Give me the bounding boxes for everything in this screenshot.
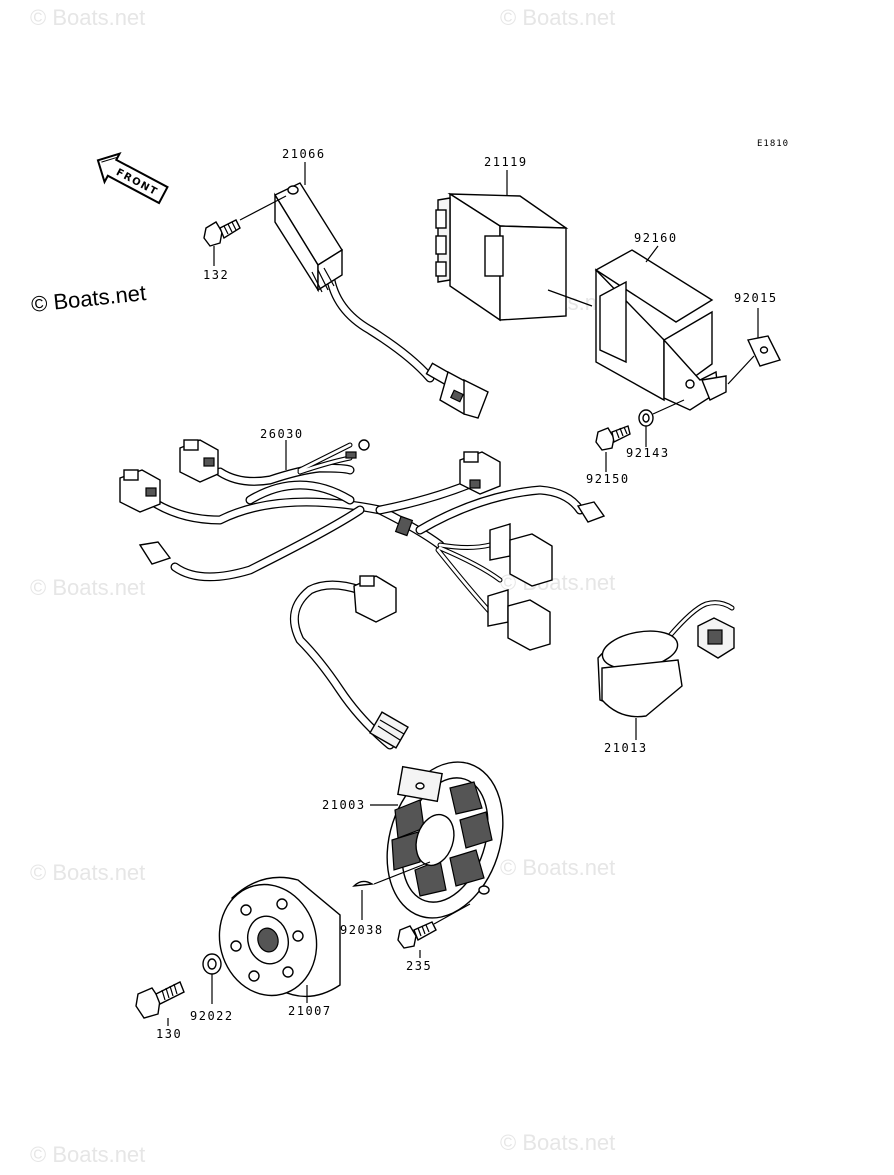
bolt-92150 — [595, 425, 631, 451]
key-92038 — [352, 880, 375, 887]
watermarks: © Boats.net © Boats.net © Boats.net © Bo… — [30, 5, 615, 1167]
part-92160 — [594, 249, 727, 411]
watermark: © Boats.net — [500, 1130, 615, 1155]
bolt-132 — [203, 219, 241, 247]
part-labels: 21066 132 21119 92160 92015 92143 92150 … — [156, 147, 778, 1041]
connector — [459, 451, 501, 495]
washer-92022 — [202, 953, 222, 975]
label-92160: 92160 — [634, 231, 678, 245]
label-92150: 92150 — [586, 472, 630, 486]
part-21007 — [218, 876, 341, 998]
label-130: 130 — [156, 1027, 182, 1041]
connector — [119, 469, 161, 513]
label-235: 235 — [406, 959, 432, 973]
label-21013: 21013 — [604, 741, 648, 755]
connector — [487, 589, 551, 651]
label-21119: 21119 — [484, 155, 528, 169]
label-92038: 92038 — [340, 923, 384, 937]
copyright-text: © Boats.net — [30, 280, 147, 317]
clamp-92015 — [746, 335, 781, 367]
watermark: © Boats.net — [30, 860, 145, 885]
part-21013 — [597, 600, 735, 718]
label-26030: 26030 — [260, 427, 304, 441]
harness-26030 — [119, 439, 606, 651]
connector — [576, 501, 606, 523]
part-21003 — [289, 575, 504, 919]
bolt-235 — [397, 921, 437, 949]
part-21066 — [273, 182, 489, 419]
front-arrow-icon: FRONT — [96, 152, 169, 205]
diagram-code: E1810 — [757, 139, 789, 149]
connector — [179, 439, 219, 483]
watermark: © Boats.net — [500, 5, 615, 30]
bolt-130 — [135, 981, 185, 1019]
label-21007: 21007 — [288, 1004, 332, 1018]
watermark: © Boats.net — [30, 575, 145, 600]
watermark: © Boats.net — [500, 855, 615, 880]
label-132: 132 — [203, 268, 229, 282]
label-21066: 21066 — [282, 147, 326, 161]
watermark: © Boats.net — [30, 5, 145, 30]
label-92143: 92143 — [626, 446, 670, 460]
watermark: © Boats.net — [30, 1142, 145, 1167]
connector — [489, 523, 553, 587]
label-21003: 21003 — [322, 798, 366, 812]
label-92015: 92015 — [734, 291, 778, 305]
connector — [138, 541, 172, 565]
collar-92143 — [638, 409, 654, 427]
label-92022: 92022 — [190, 1009, 234, 1023]
part-21119 — [435, 192, 569, 322]
